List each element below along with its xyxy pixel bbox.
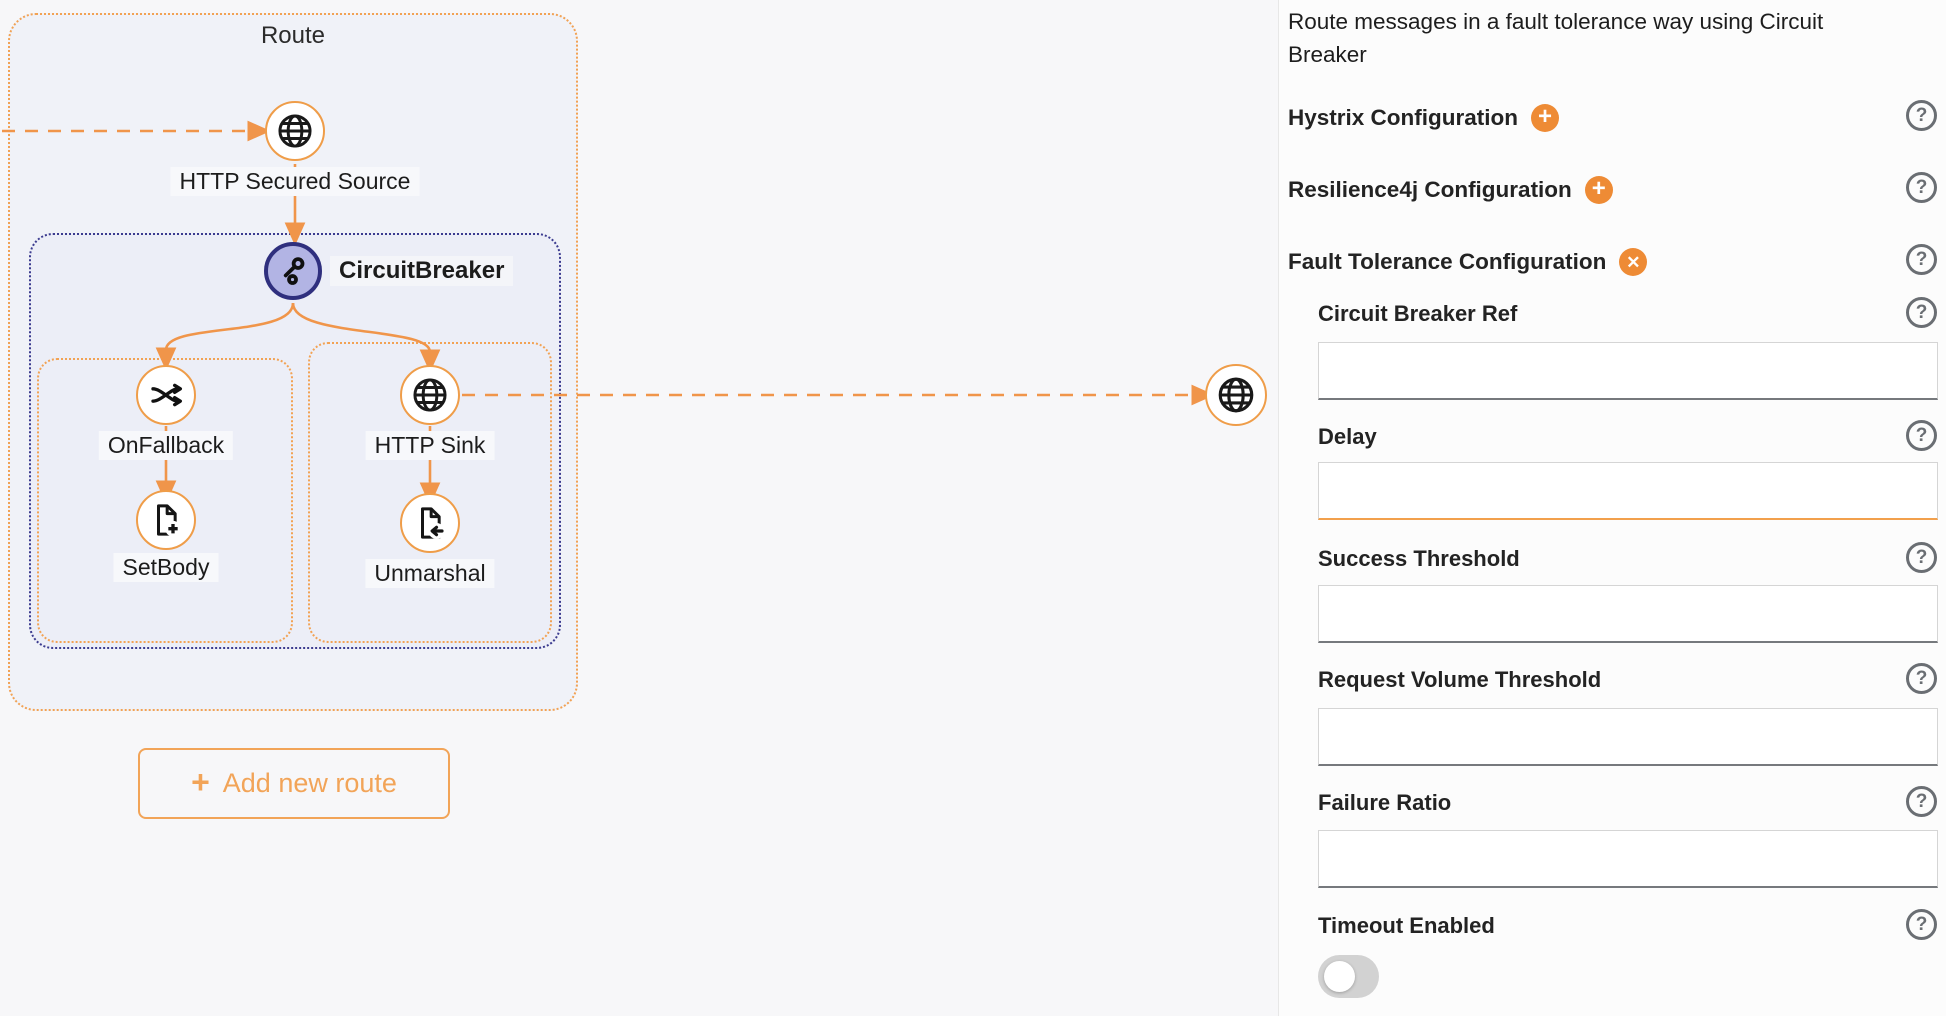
help-icon[interactable]: ? xyxy=(1906,420,1937,451)
document-plus-icon xyxy=(157,504,181,537)
add-circle-icon[interactable]: + xyxy=(1531,104,1560,132)
section-fault-tolerance-configuration: Fault Tolerance Configuration ✕ xyxy=(1288,248,1648,276)
route-title: Route xyxy=(260,22,326,49)
help-icon[interactable]: ? xyxy=(1906,100,1937,131)
help-icon[interactable]: ? xyxy=(1906,297,1937,328)
node-label-circuit-breaker: CircuitBreaker xyxy=(330,256,514,286)
field-label-request-volume-threshold: Request Volume Threshold xyxy=(1318,667,1602,692)
field-label-delay: Delay xyxy=(1318,424,1377,449)
globe-icon xyxy=(1218,377,1254,413)
globe-icon xyxy=(278,114,312,148)
toggle-knob xyxy=(1324,961,1355,992)
node-label-http-secured-source: HTTP Secured Source xyxy=(170,167,420,196)
node-http-secured-source[interactable] xyxy=(265,101,325,161)
add-new-route-button[interactable]: + Add new route xyxy=(138,748,450,819)
help-icon[interactable]: ? xyxy=(1906,244,1937,275)
field-label-circuit-breaker-ref: Circuit Breaker Ref xyxy=(1318,301,1518,326)
field-label-success-threshold: Success Threshold xyxy=(1318,546,1520,571)
circuit-breaker-ref-input[interactable] xyxy=(1318,342,1938,400)
node-circuit-breaker[interactable] xyxy=(264,242,322,300)
node-outgoing-endpoint[interactable] xyxy=(1205,364,1267,426)
success-threshold-input[interactable] xyxy=(1318,585,1938,643)
add-circle-icon[interactable]: + xyxy=(1584,176,1613,204)
config-panel: Route messages in a fault tolerance way … xyxy=(1278,0,1946,1016)
document-arrow-left-icon xyxy=(421,507,445,539)
node-on-fallback[interactable] xyxy=(136,365,196,425)
section-hystrix-configuration: Hystrix Configuration + xyxy=(1288,104,1560,132)
section-label: Hystrix Configuration xyxy=(1288,105,1519,130)
remove-circle-icon[interactable]: ✕ xyxy=(1619,248,1648,276)
section-label: Resilience4j Configuration xyxy=(1288,177,1572,202)
help-icon[interactable]: ? xyxy=(1906,172,1937,203)
add-new-route-label: Add new route xyxy=(222,768,397,798)
delay-input[interactable] xyxy=(1318,462,1938,520)
fallback-shuffle-icon xyxy=(151,383,182,407)
timeout-enabled-toggle[interactable] xyxy=(1318,955,1379,998)
globe-icon xyxy=(413,378,447,412)
help-icon[interactable]: ? xyxy=(1906,786,1937,817)
node-http-sink[interactable] xyxy=(400,365,460,425)
node-label-unmarshal: Unmarshal xyxy=(365,559,495,588)
step-description: Route messages in a fault tolerance way … xyxy=(1288,9,1824,67)
help-icon[interactable]: ? xyxy=(1906,663,1937,694)
plus-icon: + xyxy=(191,764,210,800)
section-label: Fault Tolerance Configuration xyxy=(1288,249,1607,274)
help-icon[interactable]: ? xyxy=(1906,542,1937,573)
section-resilience4j-configuration: Resilience4j Configuration + xyxy=(1288,176,1613,204)
node-label-set-body: SetBody xyxy=(113,553,219,582)
node-unmarshal[interactable] xyxy=(400,493,460,553)
node-set-body[interactable] xyxy=(136,490,196,550)
field-label-failure-ratio: Failure Ratio xyxy=(1318,790,1452,815)
flow-canvas[interactable]: Route HTTP S xyxy=(0,0,1278,1016)
failure-ratio-input[interactable] xyxy=(1318,830,1938,888)
field-label-timeout-enabled: Timeout Enabled xyxy=(1318,913,1495,938)
circuit-breaker-icon xyxy=(283,257,305,285)
help-icon[interactable]: ? xyxy=(1906,909,1937,940)
node-label-on-fallback: OnFallback xyxy=(98,431,234,460)
request-volume-threshold-input[interactable] xyxy=(1318,708,1938,766)
node-label-http-sink: HTTP Sink xyxy=(365,431,495,460)
